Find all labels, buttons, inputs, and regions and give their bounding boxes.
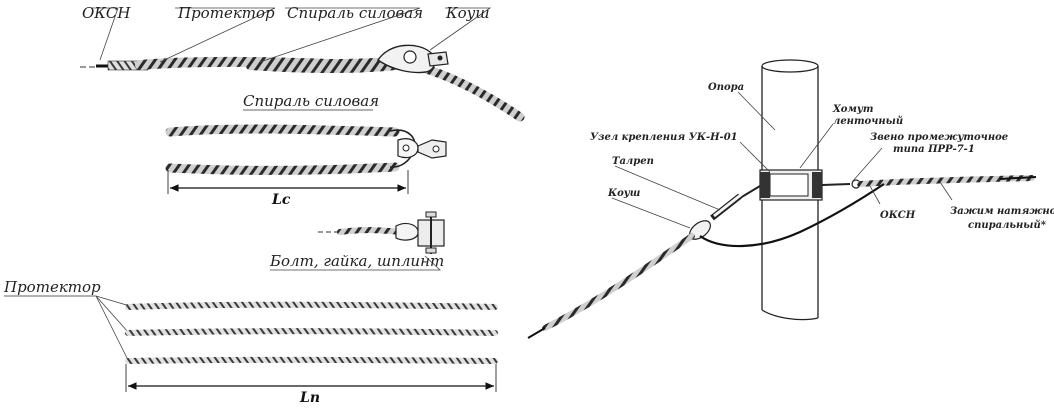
leader-protector-3	[95, 295, 129, 361]
leader-support	[737, 91, 776, 131]
leader-thimble	[429, 7, 492, 51]
spiral-upper-strand	[165, 124, 400, 137]
dim-label-lc: Lc	[271, 192, 291, 208]
leader-protector-1	[95, 295, 131, 307]
leader-link	[851, 147, 883, 183]
detail-shackle-hole	[432, 145, 440, 153]
protector-detail-title: Протектор	[3, 278, 101, 296]
leader-tension-clamp	[939, 181, 953, 201]
label-node: Узел крепления УК-Н-01	[590, 132, 738, 143]
label-link-1: Звено промежуточное	[870, 132, 1008, 143]
label-hardware: Болт, гайка, шплинт	[269, 252, 444, 270]
spiral-lower-strand	[165, 162, 400, 175]
protector-strand-1	[125, 301, 498, 310]
dim-label-ln: Ln	[299, 390, 320, 406]
label-protector: Протектор	[177, 4, 275, 22]
label-turnbuckle: Талреп	[612, 156, 654, 167]
label-support: Опора	[708, 82, 744, 93]
tension-clamp-left	[542, 233, 695, 331]
node-link	[739, 185, 761, 199]
oksn-left	[527, 327, 546, 339]
power-spiral-lower	[246, 62, 399, 73]
clamp-plate	[769, 173, 809, 197]
leader-oksn-right	[869, 185, 881, 205]
thimble-hole	[403, 50, 417, 64]
spiral-detail: Спираль силовая Lc	[165, 92, 447, 208]
label-tension-clamp-2: спиральный*	[968, 220, 1047, 231]
protector-detail: Протектор Ln	[3, 278, 498, 406]
leader-spiral	[259, 7, 421, 63]
pole-assembly: Опора Хомут ленточный Узел крепления УК-…	[527, 59, 1054, 339]
label-band-clamp-2: ленточный	[833, 116, 903, 127]
turnbuckle-inner	[713, 192, 743, 218]
label-oksn-right: ОКСН	[880, 210, 916, 221]
hw-thimble	[395, 222, 419, 241]
leader-turnbuckle	[614, 165, 721, 211]
hw-nut	[425, 247, 437, 254]
label-oksn: ОКСН	[82, 4, 131, 22]
detail-shackle	[417, 139, 447, 159]
leader-oksn	[92, 7, 119, 61]
top-assembly: ОКСН Протектор Спираль силовая Коуш	[80, 4, 525, 122]
pole-bottom	[761, 309, 819, 321]
leader-hardware	[270, 255, 442, 271]
protector-strand-2	[125, 328, 498, 336]
shackle-pin	[437, 55, 443, 61]
label-pole-thimble: Коуш	[607, 188, 641, 199]
spiral-detail-title: Спираль силовая	[243, 92, 379, 110]
label-thimble: Коуш	[445, 4, 490, 22]
label-link-2: типа ПРР-7-1	[893, 144, 975, 155]
oksn-bypass	[699, 183, 885, 248]
leader-node	[739, 141, 771, 173]
hardware-detail: Болт, гайка, шплинт	[269, 211, 445, 271]
label-tension-clamp-1: Зажим натяжной	[950, 206, 1054, 217]
clamp-bolt-right	[812, 172, 822, 198]
oksn-right	[999, 176, 1037, 180]
leader-protector	[159, 7, 276, 63]
detail-thimble-hole	[402, 144, 410, 152]
pole-top	[761, 59, 819, 73]
intermediate-link	[821, 183, 851, 186]
hw-bolt-head	[425, 211, 437, 218]
clamp-bolt-left	[760, 172, 770, 198]
hw-spiral	[337, 227, 405, 235]
label-power-spiral: Спираль силовая	[287, 4, 423, 22]
protector-strand-3	[125, 356, 498, 364]
label-band-clamp-1: Хомут	[832, 104, 874, 115]
leader-band-clamp	[799, 123, 834, 169]
leader-thimble-right	[611, 197, 691, 229]
leader-protector-2	[95, 295, 129, 333]
